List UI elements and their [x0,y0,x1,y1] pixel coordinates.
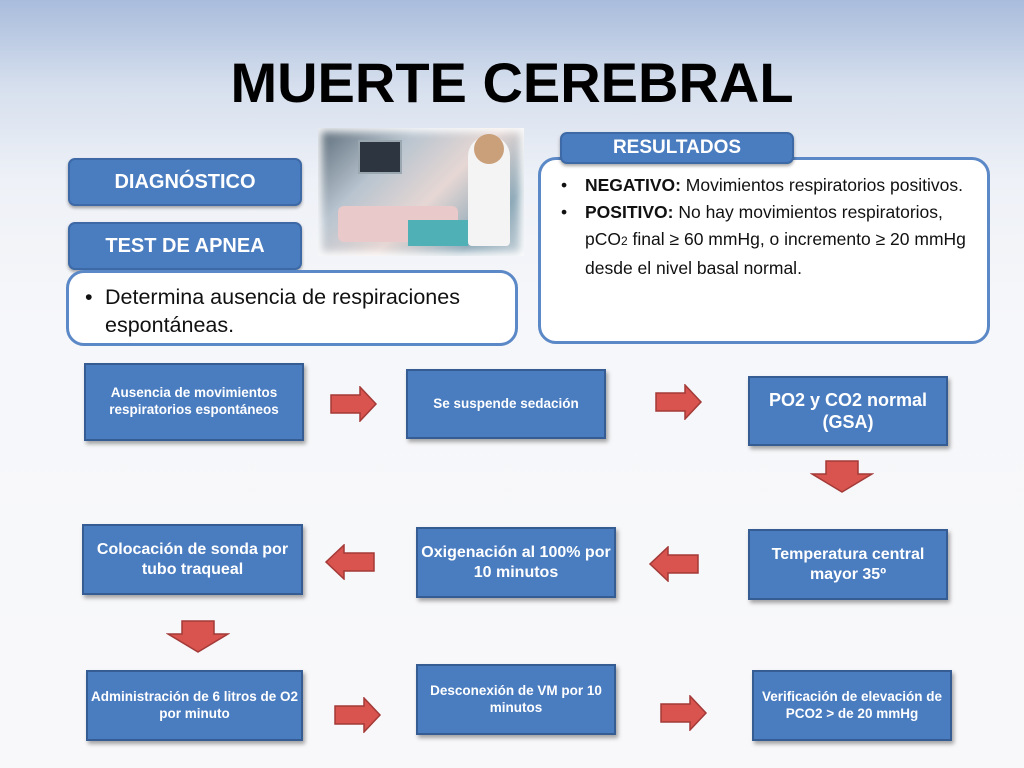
test-apnea-tag: TEST DE APNEA [68,222,302,270]
positive-label: POSITIVO: [585,202,674,222]
monitor-shape [358,140,402,174]
arrow-right-icon [334,697,382,733]
arrow-down-icon [166,620,230,653]
positive-result-item: POSITIVO: No hay movimientos respiratori… [555,199,971,282]
arrow-right-icon [330,386,378,422]
results-panel: NEGATIVO: Movimientos respiratorios posi… [538,157,990,344]
positive-text-1: No hay movimientos respiratorios, pCO [585,202,943,249]
flow-step-7: Administración de 6 litros de O2 por min… [86,670,303,741]
flow-step-1: Ausencia de movimientos respiratorios es… [84,363,304,441]
flow-step-8-label: Desconexión de VM por 10 minutos [430,682,602,715]
flow-step-9: Verificación de elevación de PCO2 > de 2… [752,670,952,741]
apnea-description-panel: Determina ausencia de respiraciones espo… [66,270,518,346]
negative-result-item: NEGATIVO: Movimientos respiratorios posi… [555,172,971,199]
arrow-right-icon [660,695,708,731]
flow-step-3-label: PO2 y CO2 normal (GSA) [768,389,928,433]
flow-step-2-label: Se suspende sedación [433,395,579,411]
flow-step-3: PO2 y CO2 normal (GSA) [748,376,948,446]
flow-step-2: Se suspende sedación [406,369,606,439]
diagnostico-tag: DIAGNÓSTICO [68,158,302,206]
flow-step-4-label: Temperatura central mayor 35º [771,545,925,583]
arrow-right-icon [655,384,703,420]
flow-step-4: Temperatura central mayor 35º [748,529,948,600]
blanket-shape [408,220,468,246]
flow-step-7-label: Administración de 6 litros de O2 por min… [90,688,299,721]
negative-text: Movimientos respiratorios positivos. [680,175,963,195]
positive-subscript: 2 [620,234,628,248]
icu-patient-photo [318,128,524,256]
flow-step-6-label: Colocación de sonda por tubo traqueal [96,540,289,578]
flow-step-8: Desconexión de VM por 10 minutos [416,664,616,735]
slide-title: MUERTE CEREBRAL [230,51,794,114]
flow-step-6: Colocación de sonda por tubo traqueal [82,524,303,595]
flow-step-5-label: Oxigenación al 100% por 10 minutos [421,543,611,581]
negative-label: NEGATIVO: [585,175,681,195]
arrow-down-icon [810,460,874,493]
flow-step-9-label: Verificación de elevación de PCO2 > de 2… [761,688,943,721]
arrow-left-icon [648,546,699,582]
nurse-head-shape [474,134,504,164]
flow-step-1-label: Ausencia de movimientos respiratorios es… [109,385,279,417]
flow-step-5: Oxigenación al 100% por 10 minutos [416,527,616,598]
positive-text-2: final ≥ 60 mmHg, o incremento ≥ 20 mmHg … [585,229,966,278]
resultados-tag: RESULTADOS [560,132,794,164]
apnea-description-bullet: Determina ausencia de respiraciones espo… [75,283,501,339]
arrow-left-icon [324,544,375,580]
